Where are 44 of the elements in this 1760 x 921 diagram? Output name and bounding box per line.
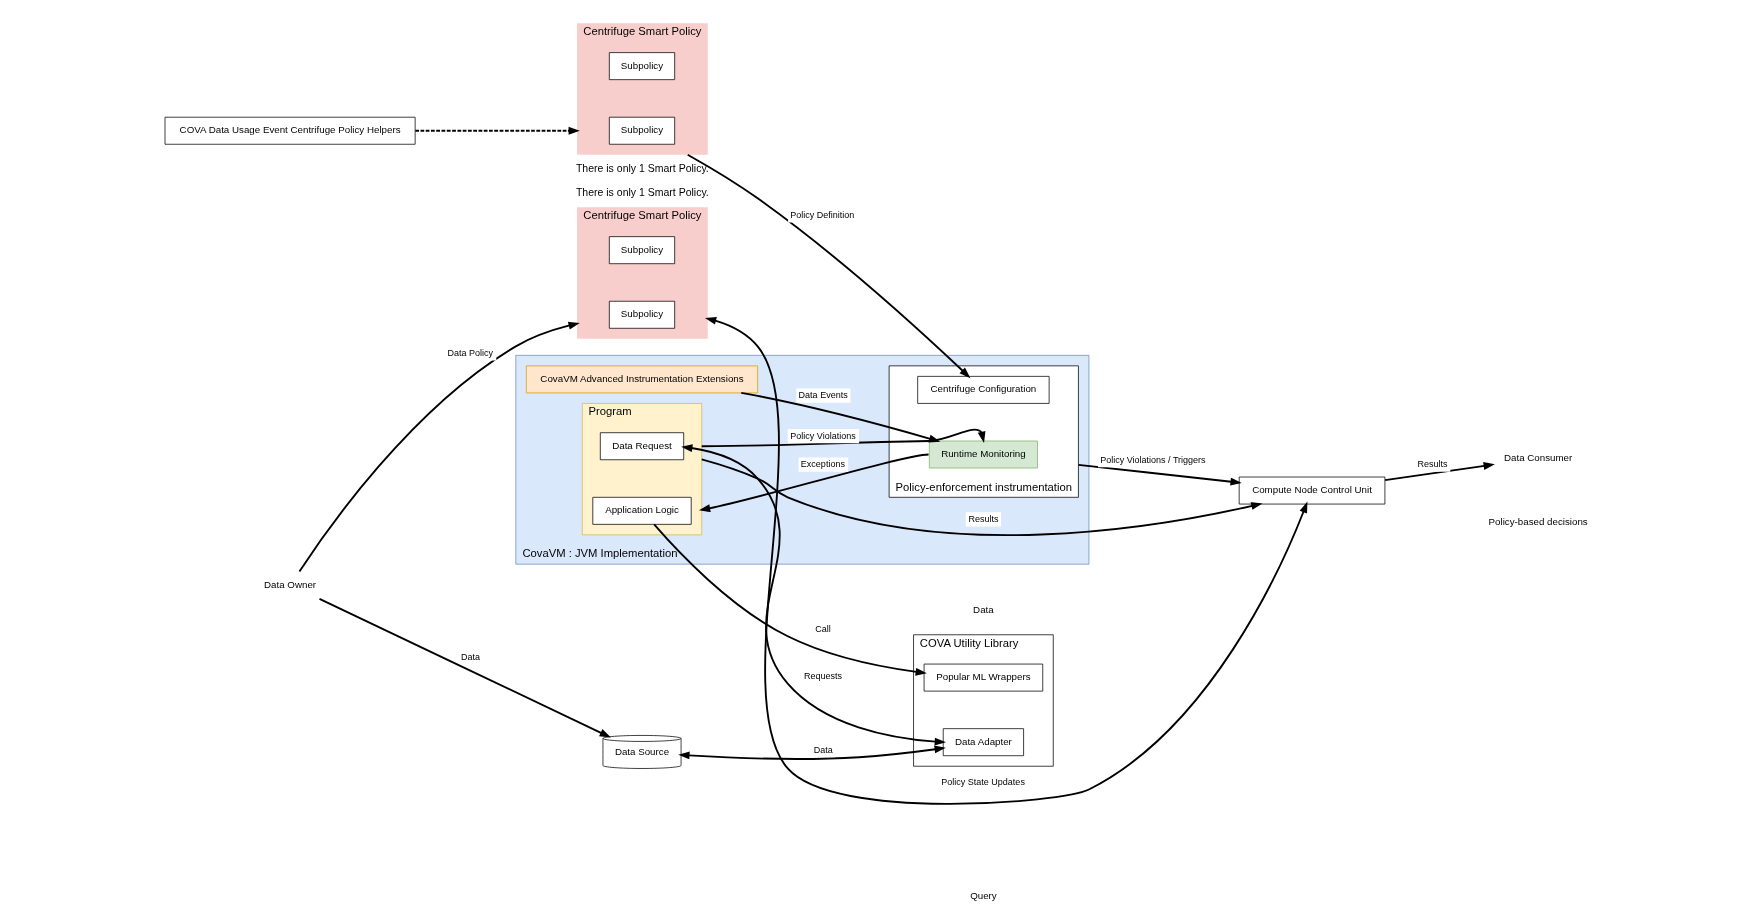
- label: Query: [969, 889, 997, 901]
- arrow: [704, 316, 1307, 805]
- arrow: [680, 444, 946, 746]
- node-text: Data Consumer: [1503, 451, 1572, 463]
- edge-label: Call: [814, 623, 831, 634]
- node-box: Subpolicy: [608, 116, 675, 145]
- arrow: [677, 745, 946, 760]
- edge-label: Data: [813, 744, 833, 755]
- edge-label: Policy Violations / Triggers: [1099, 454, 1206, 465]
- edge-label: Policy Violations: [789, 430, 856, 441]
- edge-label: Results: [1417, 459, 1448, 470]
- node-text: Data Owner: [263, 578, 316, 590]
- arrow: [413, 126, 580, 135]
- node-box: Centrifuge Configuration: [916, 376, 1049, 404]
- node-box: Subpolicy: [608, 52, 675, 81]
- edge-label: Policy Definition: [789, 209, 854, 220]
- edge-label: Data Policy: [446, 348, 493, 359]
- edge-label: Data: [460, 651, 480, 662]
- arrow: [318, 597, 611, 738]
- edge-label: Exceptions: [800, 459, 845, 470]
- node-label: There is only 1 Smart Policy.: [575, 185, 709, 198]
- arrow: [1383, 462, 1495, 482]
- node-label: There is only 1 Smart Policy.: [575, 162, 709, 175]
- arrow: [698, 453, 930, 513]
- edge-label: Policy State Updates: [940, 777, 1025, 788]
- node-box: Data Adapter: [942, 728, 1024, 757]
- node-box: Data Request: [599, 432, 684, 461]
- node-box: COVA Data Usage Event Centrifuge Policy Helpers: [164, 116, 416, 145]
- node-box: CovaVM Advanced Instrumentation Extensions: [525, 365, 758, 394]
- node-box: Runtime Monitoring: [928, 440, 1038, 469]
- arrow: [686, 153, 970, 379]
- node-box: Subpolicy: [608, 236, 675, 265]
- node-box: Compute Node Control Unit: [1238, 476, 1385, 505]
- label: Data: [972, 604, 994, 616]
- arrow: [298, 321, 580, 573]
- node-box: Popular ML Wrappers: [923, 663, 1043, 692]
- node-box: Subpolicy: [608, 300, 675, 329]
- arrow: [652, 523, 927, 676]
- label: Policy-based decisions: [1488, 516, 1588, 528]
- arrow: [1077, 463, 1242, 486]
- node-box: Application Logic: [591, 496, 692, 525]
- edge-label: Requests: [803, 671, 842, 682]
- edge-label: Data Events: [798, 390, 848, 401]
- edge-label: Results: [967, 514, 998, 525]
